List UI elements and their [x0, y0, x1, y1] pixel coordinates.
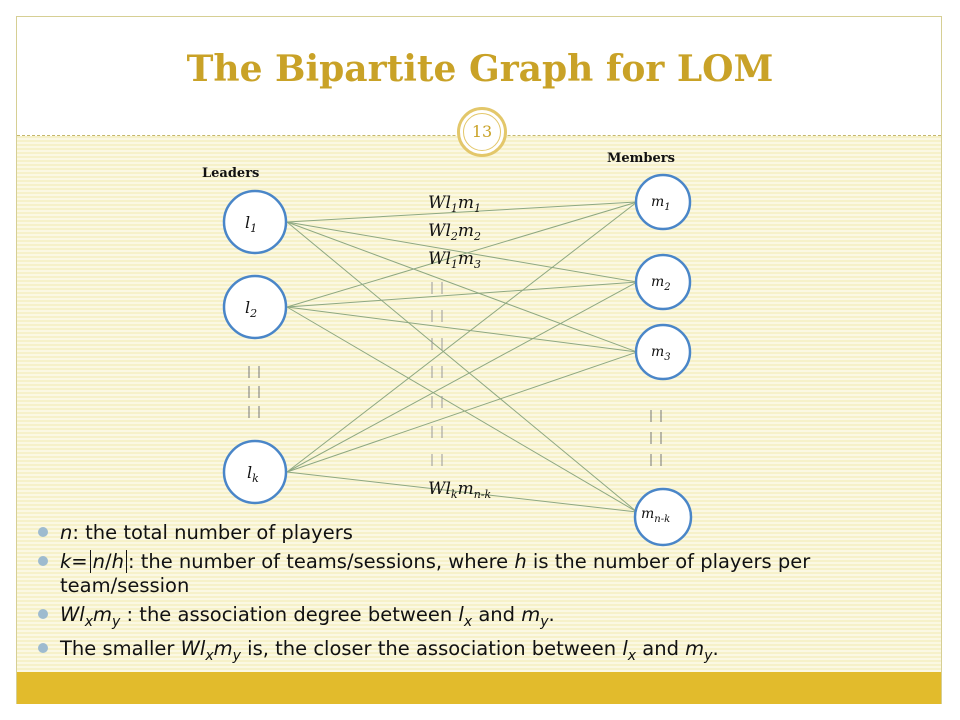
edge-label-k: Wlkmn-k: [428, 479, 492, 501]
leaders-ellipsis: [248, 366, 260, 418]
member-label-3: m3: [651, 344, 671, 363]
bullet-smaller: The smaller Wlxmy is, the closer the ass…: [38, 637, 918, 665]
member-label-1: m1: [651, 194, 671, 213]
edge-lk-mnk: [286, 471, 638, 513]
edge-l1-m2: [286, 221, 638, 283]
member-node-nk: [633, 487, 693, 547]
member-node-2: [634, 253, 692, 311]
leader-node-1: [222, 189, 288, 255]
leaders-label: Leaders: [202, 166, 259, 181]
bullet-dot-icon: [38, 609, 48, 620]
member-node-3: [634, 323, 692, 381]
members-label: Members: [607, 151, 675, 166]
edge-lk-m1: [286, 201, 638, 473]
bullet-dot-icon: [38, 556, 48, 567]
edge-lk-m3: [286, 351, 638, 473]
edge-label-2: Wl2m2: [428, 221, 481, 243]
edge-l2-m3: [286, 306, 638, 353]
leader-node-k: [222, 439, 288, 505]
edge-label-3: Wl1m3: [428, 249, 481, 271]
leader-node-2: [222, 274, 288, 340]
edge-l1-mnk: [286, 221, 638, 513]
content-band: [17, 136, 941, 672]
member-label-nk: mn-k: [641, 506, 670, 525]
edge-label-1: Wl1m1: [428, 193, 481, 215]
leader-label-k: lk: [247, 463, 259, 485]
page-number: 13: [457, 107, 507, 157]
edge-labels-ellipsis: [431, 282, 443, 466]
edge-l2-mnk: [286, 306, 638, 513]
bullet-dot-icon: [38, 527, 48, 537]
leader-label-1: l1: [245, 213, 257, 235]
edge-l2-m2: [286, 281, 638, 308]
bullet-list: n: the total number of players k=n/h: th…: [38, 521, 918, 671]
slide-title: The Bipartite Graph for LOM: [186, 48, 774, 90]
edge-l1-m3: [286, 221, 638, 353]
bullet-dot-icon: [38, 642, 48, 653]
edge-lk-m2: [286, 281, 638, 473]
edge-l2-m1: [286, 201, 638, 308]
member-node-1: [634, 173, 692, 231]
edge-l1-m1: [286, 201, 638, 223]
member-label-2: m2: [651, 274, 671, 293]
leader-label-2: l2: [245, 298, 257, 320]
members-ellipsis: [650, 410, 662, 466]
bullet-association: Wlxmy : the association degree between l…: [38, 603, 918, 631]
bullet-teams: k=n/h: the number of teams/sessions, whe…: [38, 550, 918, 597]
bullet-players: n: the total number of players: [38, 521, 918, 544]
footer-bar: [17, 672, 941, 704]
